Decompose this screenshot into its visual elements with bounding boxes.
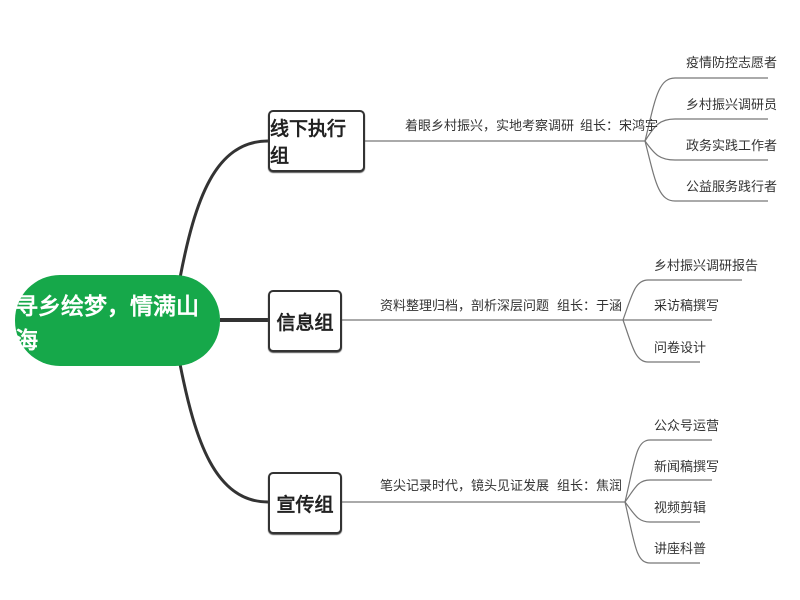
branch-node-publicity[interactable]: 宣传组 <box>268 472 342 534</box>
leaf-node[interactable]: 问卷设计 <box>654 341 707 356</box>
leaf-node[interactable]: 视频剪辑 <box>654 501 707 516</box>
leaf-node[interactable]: 政务实践工作者 <box>686 139 778 154</box>
branch-leader[interactable]: 组长：宋鸿宇 <box>580 119 659 134</box>
branch-node-offline[interactable]: 线下执行组 <box>268 110 365 172</box>
branch-leader[interactable]: 组长：于涵 <box>557 299 623 314</box>
branch-slogan[interactable]: 资料整理归档，剖析深层问题 <box>380 299 550 314</box>
leaf-node[interactable]: 讲座科普 <box>654 542 707 557</box>
leaf-node[interactable]: 采访稿撰写 <box>654 299 720 314</box>
leaf-node[interactable]: 公益服务践行者 <box>686 180 778 195</box>
branch-slogan[interactable]: 着眼乡村振兴，实地考察调研 <box>405 119 575 134</box>
branch-slogan[interactable]: 笔尖记录时代，镜头见证发展 <box>380 479 550 494</box>
root-node[interactable]: 寻乡绘梦，情满山海 <box>15 275 220 366</box>
root-label: 寻乡绘梦，情满山海 <box>15 293 199 354</box>
leaf-node[interactable]: 乡村振兴调研报告 <box>654 259 759 274</box>
branch-label: 线下执行组 <box>270 118 347 167</box>
leaf-node[interactable]: 疫情防控志愿者 <box>686 56 778 71</box>
branch-leader[interactable]: 组长：焦润 <box>557 479 623 494</box>
branch-label: 宣传组 <box>276 493 334 516</box>
leaf-node[interactable]: 公众号运营 <box>654 419 720 434</box>
leaf-node[interactable]: 新闻稿撰写 <box>654 460 720 475</box>
branch-label: 信息组 <box>276 311 334 334</box>
branch-node-info[interactable]: 信息组 <box>268 290 342 352</box>
leaf-node[interactable]: 乡村振兴调研员 <box>686 98 778 113</box>
